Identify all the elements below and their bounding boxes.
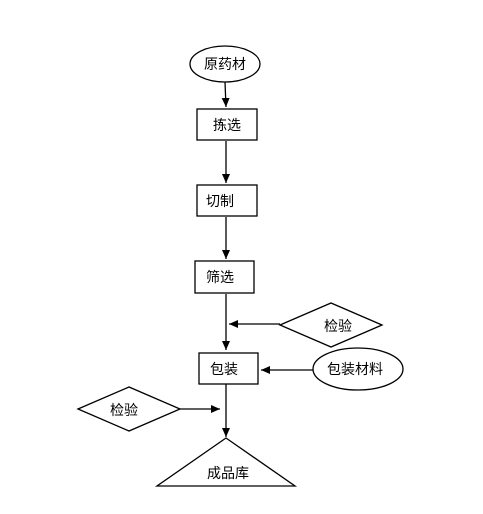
node-inspection-left-label: 检验 <box>110 403 138 419</box>
node-cutting: 切制 <box>196 184 258 217</box>
node-screening-label: 筛选 <box>206 270 234 286</box>
node-packaging: 包装 <box>198 352 259 385</box>
node-sorting: 拣选 <box>196 108 258 141</box>
node-packaging-material: 包装材料 <box>312 347 404 391</box>
node-inspection-left: 检验 <box>76 386 182 432</box>
node-sorting-label: 拣选 <box>213 118 241 134</box>
node-raw-material-label: 原药材 <box>204 57 246 73</box>
node-raw-material: 原药材 <box>189 45 261 83</box>
node-finished-warehouse: 成品库 <box>154 437 298 487</box>
edge-raw-to-sorting <box>221 81 230 108</box>
node-screening: 筛选 <box>194 260 255 294</box>
node-packaging-label: 包装 <box>210 362 238 378</box>
node-inspection-right: 检验 <box>278 302 384 348</box>
node-finished-warehouse-label: 成品库 <box>207 466 249 482</box>
node-cutting-label: 切制 <box>206 194 234 210</box>
node-packaging-material-label: 包装材料 <box>327 362 383 378</box>
node-inspection-right-label: 检验 <box>324 319 352 335</box>
